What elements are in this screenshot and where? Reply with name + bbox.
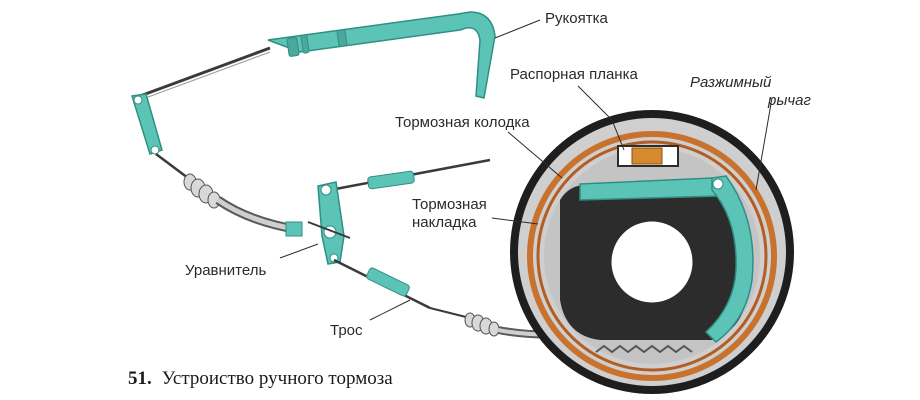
release-lever-part: [704, 175, 754, 343]
leader-brake-lining: [491, 217, 539, 225]
label-brake-shoe: Тормозная колодка: [395, 114, 530, 131]
label-equalizer: Уравнитель: [185, 262, 267, 279]
wheel-cylinder: [631, 147, 663, 165]
return-spring: [595, 344, 693, 354]
leader-brake-shoe: [507, 131, 563, 179]
handle-ring: [336, 29, 348, 47]
label-cable: Трос: [330, 322, 363, 339]
leader-equalizer: [279, 243, 319, 259]
leader-cable: [369, 299, 411, 321]
handle-ring: [286, 37, 300, 57]
leader-handle: [494, 19, 541, 39]
leader-lines: [279, 19, 773, 321]
figure-caption-text: Устроиство ручного тормоза: [161, 368, 393, 389]
handle-rod-highlight: [139, 51, 271, 101]
label-release-lever-line1: Разжимный: [690, 74, 772, 91]
label-spacer-bar: Распорная планка: [510, 66, 638, 83]
brake-lining: [527, 131, 777, 381]
label-brake-lining-line1: Тормозная: [412, 196, 487, 213]
figure-number: 51.: [128, 368, 152, 389]
label-release-lever-line2: рычаг: [768, 92, 811, 109]
front-rod: [155, 153, 303, 237]
rear-boot: [464, 312, 500, 337]
handle-assembly: [139, 11, 496, 101]
label-brake-lining-line2: накладка: [412, 214, 477, 231]
handle-ring: [300, 34, 310, 54]
equalizer-part: [307, 158, 491, 310]
figure-caption: 51. Устроиство ручного тормоза: [128, 368, 393, 390]
leader-release-lever: [755, 97, 773, 191]
intermediate-lever: [131, 93, 163, 155]
handle-rod: [139, 46, 271, 98]
rubber-boot: [183, 173, 221, 209]
label-handle: Рукоятка: [545, 10, 608, 27]
brake-shoe: [536, 140, 768, 372]
handle-tube: [267, 11, 496, 99]
leader-spacer-bar: [577, 85, 613, 121]
hub-hole: [608, 218, 696, 306]
drum-brake: [510, 110, 794, 394]
